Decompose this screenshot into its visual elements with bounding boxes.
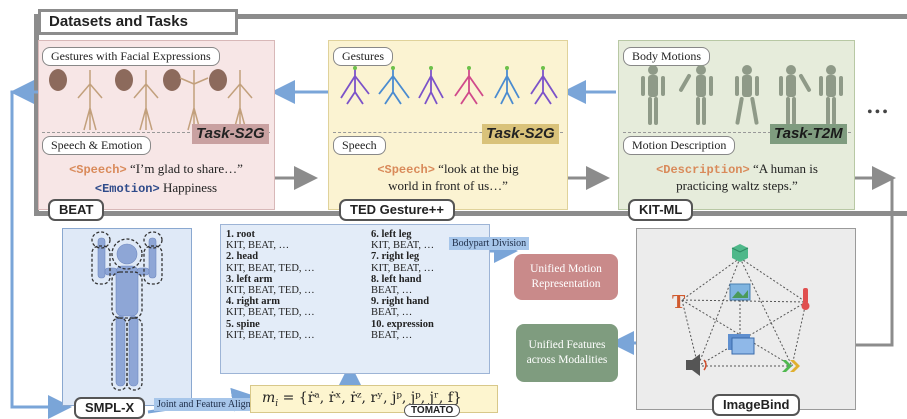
imagebind-name-tag: ImageBind	[712, 394, 801, 416]
ted-gesture-skeletons	[340, 66, 558, 105]
bodypart-item: 6. left leg	[371, 229, 412, 240]
more-datasets-ellipsis: •••	[867, 104, 890, 121]
beat-task-badge: Task-S2G	[192, 124, 269, 144]
bodypart-datasets: BEAT, …	[371, 329, 413, 341]
bodypart-item: 4. right arm	[226, 296, 280, 308]
bodypart-item: 8. left hand	[371, 273, 422, 285]
bodypart-datasets: KIT, BEAT, …	[371, 262, 435, 274]
image-icon	[729, 283, 751, 301]
bodypart-panel	[220, 224, 490, 374]
kit-description-line-2: practicing waltz steps.”	[676, 178, 798, 193]
beat-gesture-figures	[49, 69, 253, 131]
bodypart-datasets: KIT, BEAT, TED, …	[226, 329, 315, 341]
svg-text:T: T	[672, 291, 686, 313]
beat-speech-text: “I’m glad to share…”	[129, 161, 243, 176]
beat-name-tag: BEAT	[48, 199, 105, 221]
ted-task-badge: Task-S2G	[482, 124, 559, 144]
ted-divider	[333, 132, 563, 133]
bodypart-item: 1. root	[226, 229, 255, 240]
kit-bottom-label: Motion Description	[623, 136, 736, 155]
bodypart-division-label: Bodypart Division	[449, 237, 530, 250]
smplx-body-model	[91, 231, 163, 391]
bodypart-datasets: KIT, BEAT, TED, …	[226, 285, 315, 297]
tomato-name-tag: TOMATO	[404, 404, 461, 417]
kit-body-figures	[641, 65, 843, 125]
bodypart-item: 3. left arm	[226, 273, 273, 285]
beat-emotion-line: <Emotion> Happiness	[42, 179, 270, 198]
imagebind-modality-graph: T	[672, 244, 810, 376]
datasets-frame	[34, 14, 907, 216]
ted-speech-tag: <Speech>	[377, 163, 435, 177]
kit-description-tag: <Description>	[656, 163, 750, 177]
unified-motion-representation: Unified Motion Representation	[514, 254, 618, 300]
ted-top-label: Gestures	[333, 47, 393, 66]
kit-task-badge: Task-T2M	[770, 124, 847, 144]
bodypart-item: 5. spine	[226, 318, 260, 330]
beat-divider	[42, 132, 270, 133]
beat-speech-line: <Speech> “I’m glad to share…”	[42, 160, 270, 179]
ted-speech-line-2: world in front of us…”	[388, 178, 508, 193]
ted-speech-text: “look at the big	[438, 161, 519, 176]
kit-description-text: “A human is	[752, 161, 818, 176]
bodypart-list-left: 1. root KIT, BEAT, … 2. head KIT, BEAT, …	[226, 229, 315, 341]
beat-emotion-tag: <Emotion>	[94, 182, 160, 196]
kit-divider	[623, 132, 851, 133]
ted-bottom-label: Speech	[333, 136, 386, 155]
thermometer-icon	[801, 288, 810, 310]
bodypart-datasets: BEAT, …	[371, 307, 413, 319]
datasets-title: Datasets and Tasks	[38, 9, 238, 35]
bodypart-datasets: BEAT, …	[371, 285, 413, 297]
speaker-icon	[686, 354, 707, 376]
text-icon: T	[672, 291, 686, 313]
bodypart-list-right: 6. left leg KIT, BEAT, … 7. right leg KI…	[371, 229, 434, 341]
beat-emotion-text: Happiness	[162, 180, 218, 195]
beat-top-label: Gestures with Facial Expressions	[42, 47, 220, 66]
bodypart-datasets: KIT, BEAT, TED, …	[226, 262, 315, 274]
motion-formula: mi = {ṙᵃ, ṙˣ, ṙᶻ, rʸ, jᵖ, j̇ᵖ, jʳ, f}	[262, 390, 462, 409]
bodypart-datasets: KIT, BEAT, TED, …	[226, 307, 315, 319]
bodypart-item: 9. right hand	[371, 296, 430, 308]
joint-alignment-label: Joint and Feature Alignment	[154, 398, 274, 411]
bodypart-item: 2. head	[226, 251, 259, 263]
stacked-images-icon	[728, 334, 755, 355]
kit-description-line: <Description> “A human is	[623, 160, 851, 179]
bodypart-datasets: KIT, BEAT, …	[371, 240, 435, 252]
kit-name-tag: KIT-ML	[628, 199, 694, 221]
bodypart-datasets: KIT, BEAT, …	[226, 240, 290, 252]
kit-top-label: Body Motions	[623, 47, 711, 66]
beat-speech-tag: <Speech>	[69, 163, 127, 177]
bodypart-item: 10. expression	[371, 318, 434, 330]
bodypart-item: 7. right leg	[371, 251, 420, 263]
cube-icon	[731, 244, 749, 262]
ted-speech-line: <Speech> “look at the big	[333, 160, 563, 179]
ted-name-tag: TED Gesture++	[339, 199, 455, 221]
unified-features-across-modalities: Unified Features across Modalities	[516, 324, 618, 382]
beat-bottom-label: Speech & Emotion	[42, 136, 152, 155]
chevrons-icon	[782, 360, 800, 372]
